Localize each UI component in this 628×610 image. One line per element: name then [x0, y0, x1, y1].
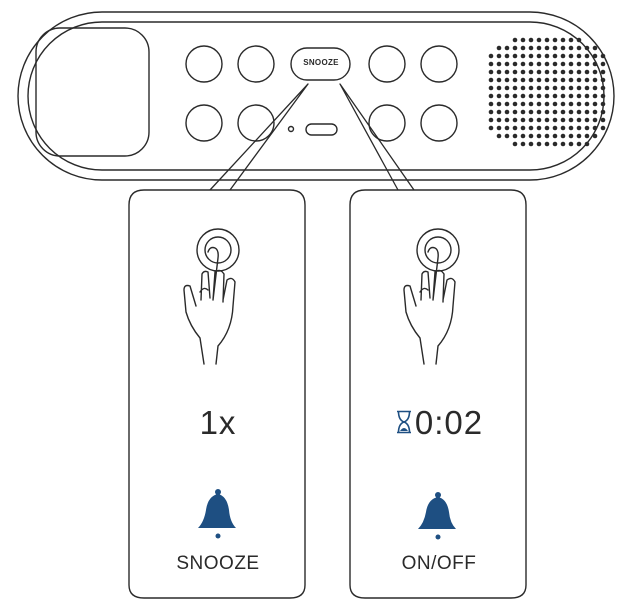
panel-snooze — [128, 189, 306, 599]
button-bottom-2[interactable] — [237, 104, 275, 142]
timer-value: 0:02 — [414, 404, 484, 441]
usb-port — [305, 123, 338, 136]
button-top-2[interactable] — [237, 45, 275, 83]
display-screen — [35, 27, 150, 157]
button-bottom-1[interactable] — [185, 104, 223, 142]
device-body — [17, 11, 615, 181]
device-body-inner — [27, 21, 605, 171]
snooze-button-label: SNOOZE — [303, 58, 339, 67]
tap-hand-icon — [403, 228, 460, 365]
snooze-caption: SNOOZE — [176, 553, 260, 574]
snooze-count-display: 1x — [199, 404, 237, 441]
on-off-caption: ON/OFF — [401, 553, 477, 574]
button-top-4[interactable] — [368, 45, 406, 83]
bell-icon — [198, 489, 236, 539]
button-top-5[interactable] — [420, 45, 458, 83]
speaker-grille — [488, 37, 606, 147]
callout-line-left — [209, 83, 309, 191]
tap-hand-icon — [183, 228, 240, 365]
callout-line-right — [339, 83, 415, 191]
snooze-button[interactable] — [290, 47, 351, 81]
timer-display: 0:02 — [352, 404, 526, 444]
bell-icon — [418, 492, 456, 540]
button-top-1[interactable] — [185, 45, 223, 83]
indicator-light — [287, 125, 295, 133]
button-bottom-4[interactable] — [368, 104, 406, 142]
button-bottom-5[interactable] — [420, 104, 458, 142]
hourglass-icon — [395, 404, 413, 442]
panel-on-off — [349, 189, 527, 599]
